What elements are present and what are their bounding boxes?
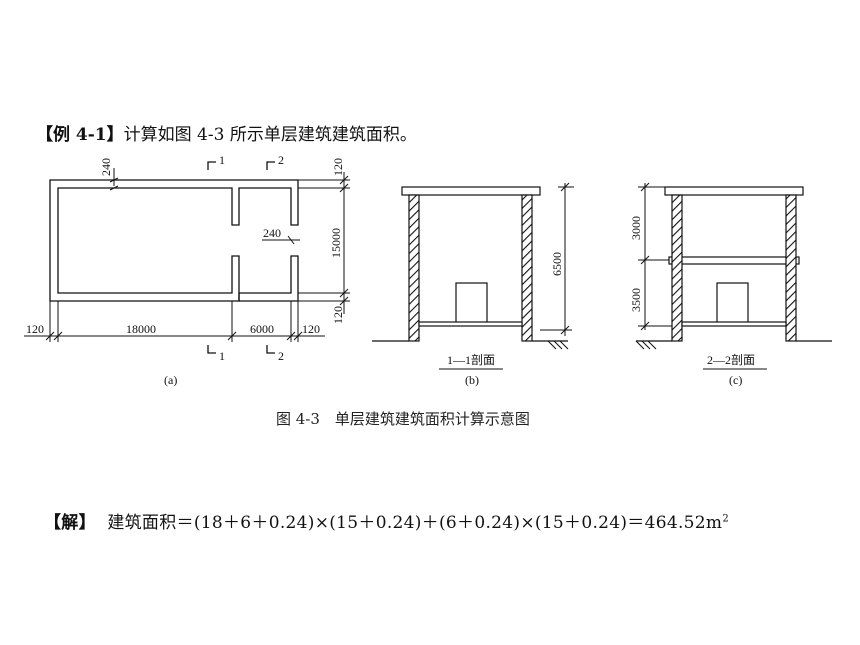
example-text: 计算如图 4-3 所示单层建筑建筑面积。 — [123, 125, 417, 145]
section-1-1 — [372, 182, 574, 370]
section1-height: 6500 — [550, 252, 564, 276]
dim-right-bottom: 120 — [331, 306, 345, 324]
section-mark-label: 2 — [278, 349, 284, 363]
section1-floor — [418, 321, 523, 327]
section2-mid-slab — [668, 256, 800, 265]
dim-bottom-span2: 6000 — [250, 322, 274, 336]
section-2-2 — [635, 182, 832, 370]
plan-labels: 1 2 1 2 240 240 120 15000 120 120 18000 … — [26, 153, 345, 387]
section1-ground-hatch — [547, 340, 569, 350]
dim-wall-top: 240 — [99, 158, 113, 176]
dim-bottom-span1: 18000 — [126, 322, 156, 336]
section1-title: 1—1剖面 — [447, 353, 495, 367]
plan-sub-label: (a) — [164, 373, 177, 387]
section1-labels: 6500 1—1剖面 (b) — [447, 252, 564, 387]
section2-door — [716, 282, 749, 324]
solution-line: 【解】 建筑面积＝(18＋6＋0.24)×(15＋0.24)＋(6＋0.24)×… — [44, 508, 729, 533]
floor-plan — [24, 161, 350, 354]
plan-right-wall — [238, 255, 299, 302]
dim-right-total: 15000 — [329, 228, 343, 258]
section1-door — [455, 282, 488, 324]
section2-floor — [681, 321, 787, 327]
section-mark-label: 2 — [278, 153, 284, 167]
section-mark-label: 1 — [219, 349, 225, 363]
section2-ground-hatch — [635, 340, 657, 350]
section2-sub-label: (c) — [729, 373, 742, 387]
example-label: 【例 4-1】 — [36, 125, 124, 145]
section2-labels: 3000 3500 2—2剖面 (c) — [629, 216, 755, 387]
section1-wall-left — [408, 194, 420, 342]
dim-inner-wall: 240 — [263, 226, 281, 240]
solution-superscript: 2 — [722, 513, 729, 525]
section-mark-1-bottom — [207, 345, 216, 354]
solution-formula: 建筑面积＝(18＋6＋0.24)×(15＋0.24)＋(6＋0.24)×(15＋… — [107, 513, 723, 533]
section1-wall-right — [521, 194, 533, 342]
section-mark-1-top — [207, 161, 216, 170]
section2-height-lower: 3500 — [629, 288, 643, 312]
figure-caption: 图 4-3 单层建筑建筑面积计算示意图 — [276, 410, 530, 428]
solution-label: 【解】 — [44, 513, 96, 533]
example-heading: 【例 4-1】计算如图 4-3 所示单层建筑建筑面积。 — [36, 120, 417, 145]
plan-outer-wall — [49, 179, 299, 302]
dim-bottom-right: 120 — [302, 322, 320, 336]
section-mark-2-bottom — [266, 345, 275, 354]
section2-roof — [664, 186, 804, 196]
section1-sub-label: (b) — [465, 373, 479, 387]
section1-roof — [401, 186, 541, 196]
section2-wall-right — [785, 194, 797, 342]
section-mark-label: 1 — [219, 153, 225, 167]
section2-title: 2—2剖面 — [707, 353, 755, 367]
section2-wall-left — [671, 194, 683, 342]
dim-bottom-left: 120 — [26, 322, 44, 336]
section-mark-2-top — [266, 161, 275, 170]
section2-height-upper: 3000 — [629, 216, 643, 240]
dim-right-top: 120 — [331, 158, 345, 176]
